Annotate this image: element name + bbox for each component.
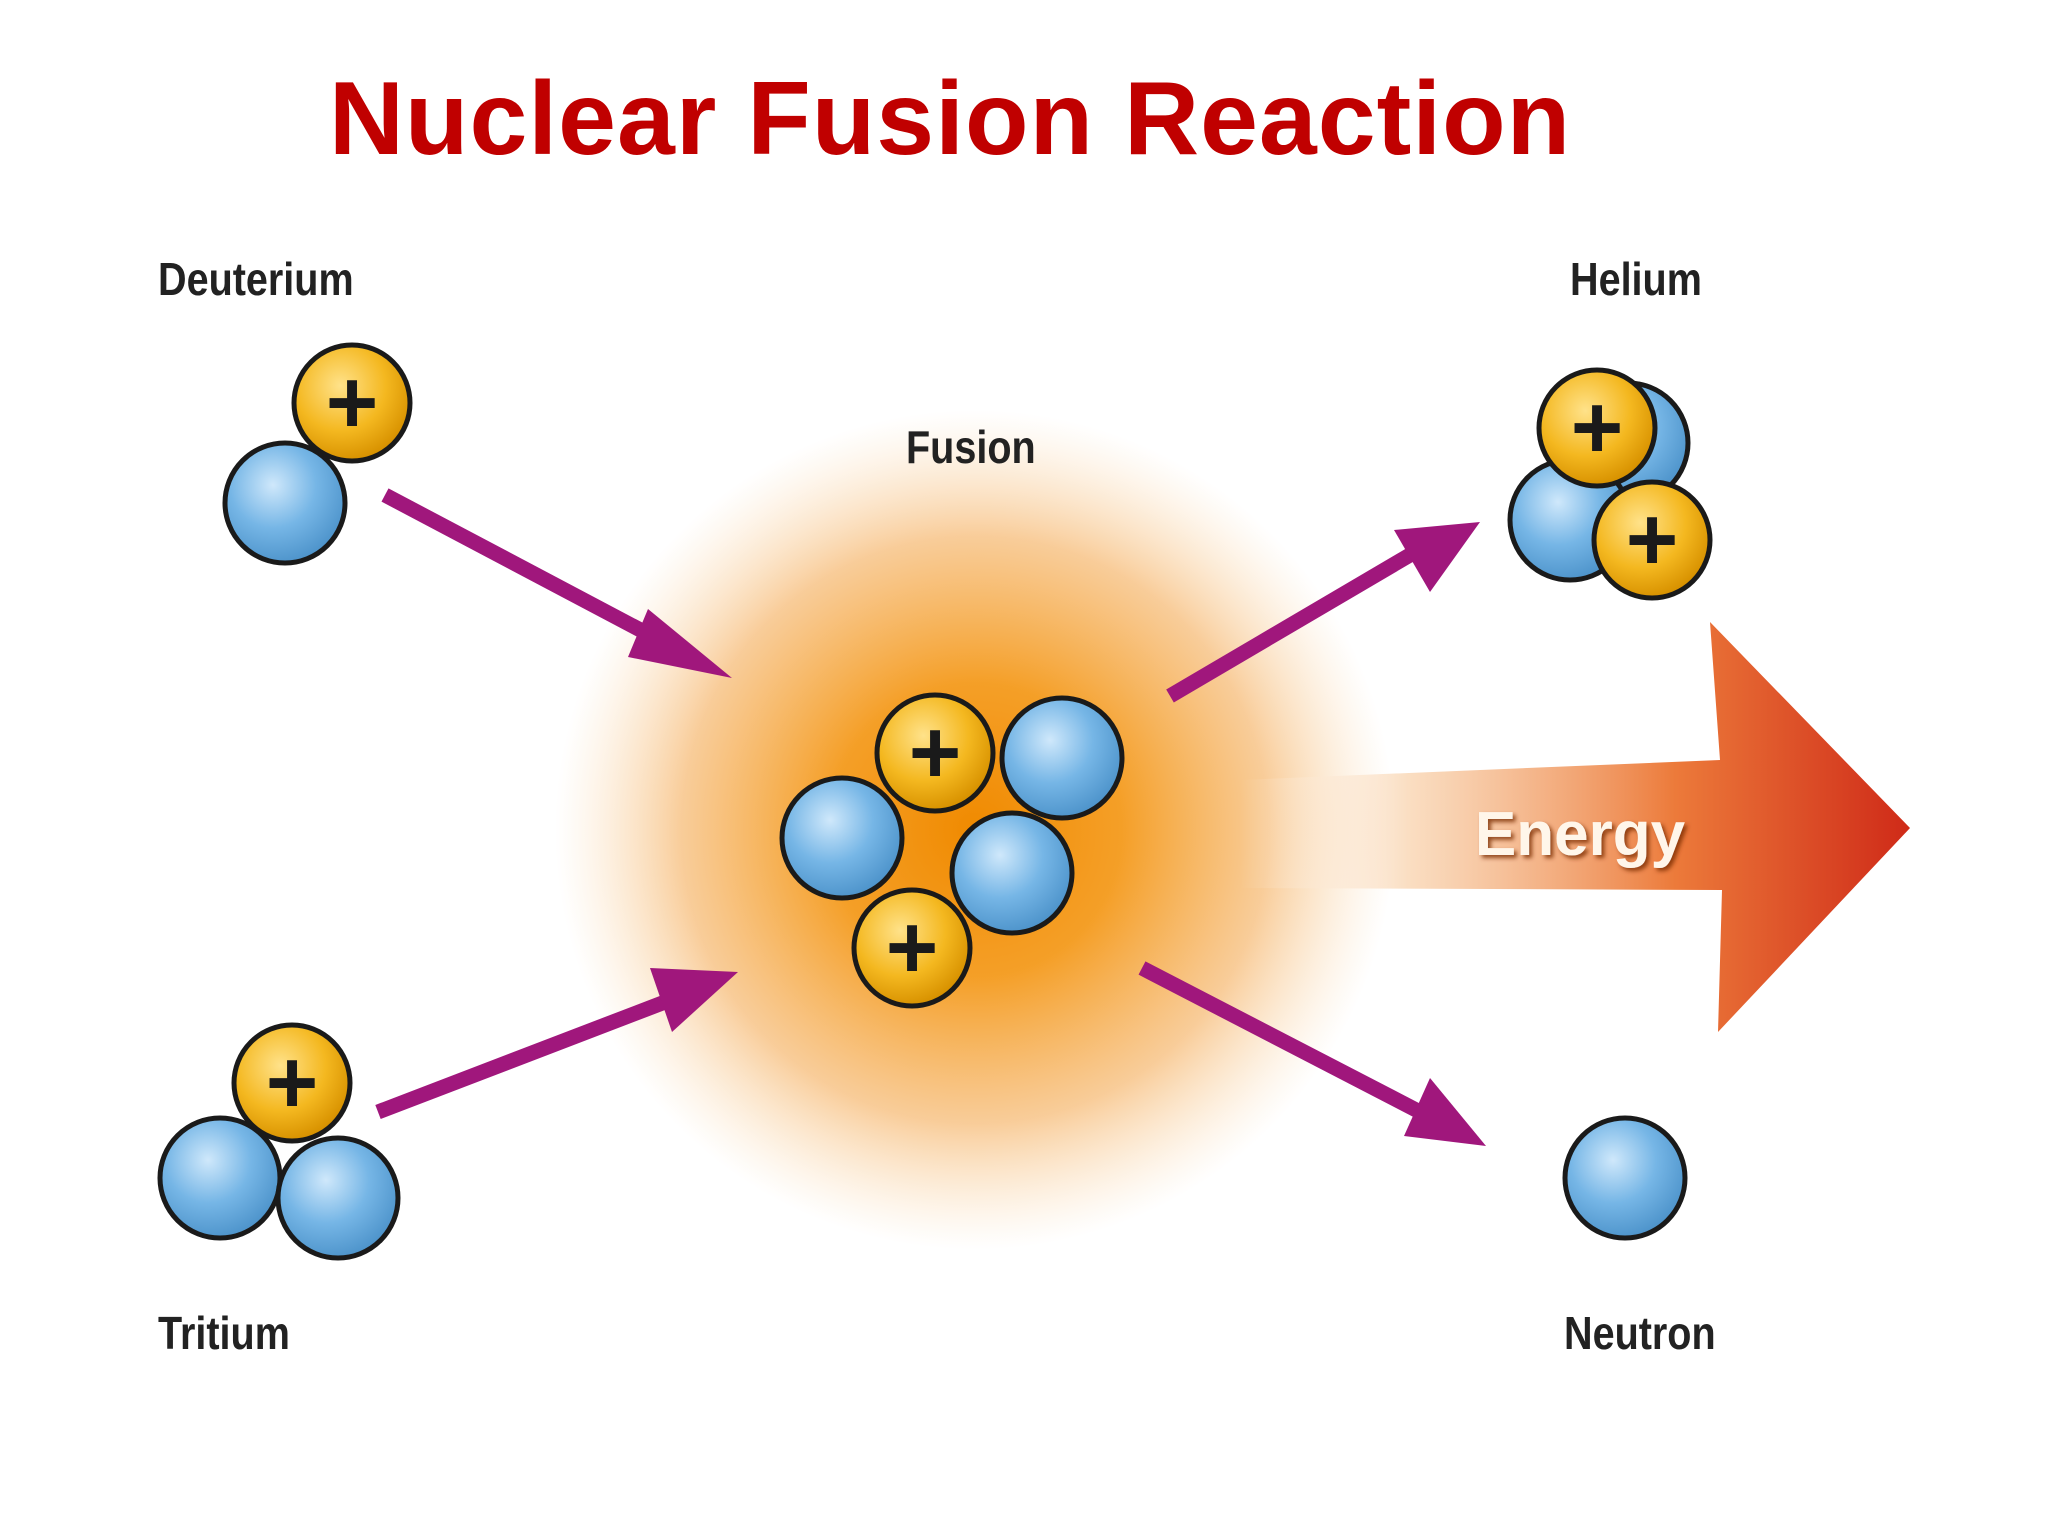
- helium-label: Helium: [1570, 253, 1702, 305]
- proton: +: [1591, 479, 1713, 601]
- page-title: Nuclear Fusion Reaction: [328, 61, 1572, 177]
- neutron: [275, 1135, 401, 1261]
- helium-nucleus: + +: [1507, 367, 1713, 601]
- energy-label: Energy: [1475, 800, 1686, 869]
- tritium-label: Tritium: [158, 1307, 290, 1359]
- free-neutron: [1562, 1115, 1688, 1241]
- proton: +: [851, 887, 973, 1009]
- energy-arrow: [1240, 622, 1910, 1032]
- proton: +: [874, 692, 996, 814]
- neutron-label: Neutron: [1564, 1307, 1716, 1359]
- plus-sign: +: [1571, 378, 1624, 478]
- neutron: [949, 810, 1075, 936]
- arrow-tritium-to-fusion: [375, 968, 738, 1120]
- plus-sign: +: [266, 1033, 319, 1133]
- proton: +: [291, 342, 413, 464]
- deuterium-label: Deuterium: [158, 253, 354, 305]
- reaction-arrows: [375, 488, 1486, 1146]
- neutron: [222, 440, 348, 566]
- plus-sign: +: [909, 703, 962, 803]
- plus-sign: +: [326, 353, 379, 453]
- plus-sign: +: [886, 898, 939, 998]
- neutron: [1562, 1115, 1688, 1241]
- fusion-label: Fusion: [906, 421, 1036, 473]
- tritium-nucleus: +: [157, 1022, 401, 1261]
- arrow-fusion-to-neutron: [1138, 961, 1486, 1146]
- neutron: [779, 775, 905, 901]
- neutron: [999, 695, 1125, 821]
- plus-sign: +: [1626, 490, 1679, 590]
- proton: +: [1536, 367, 1658, 489]
- fusion-nucleus-cluster: + +: [779, 692, 1125, 1009]
- proton: +: [231, 1022, 353, 1144]
- arrow-fusion-to-helium: [1166, 522, 1480, 703]
- neutron: [157, 1115, 283, 1241]
- deuterium-nucleus: +: [222, 342, 413, 566]
- arrow-deuterium-to-fusion: [381, 488, 732, 678]
